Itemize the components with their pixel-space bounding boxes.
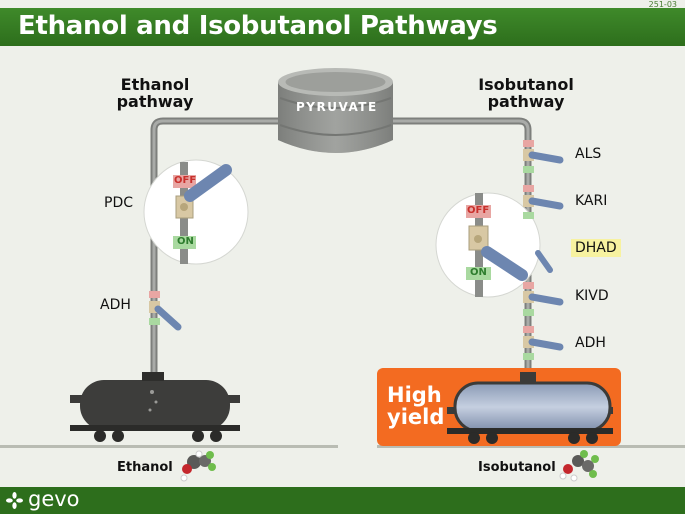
enzyme-adh-ethanol: ADH xyxy=(100,297,131,313)
high-yield-text: High yield xyxy=(387,384,444,428)
dhad-valve-zoom xyxy=(435,192,541,298)
pyruvate-label: PYRUVATE xyxy=(296,100,378,114)
enzyme-kivd: KIVD xyxy=(575,288,609,304)
isobutanol-product-label: Isobutanol xyxy=(478,460,556,475)
ethanol-product-label: Ethanol xyxy=(117,460,173,475)
dhad-off-label: OFF xyxy=(467,205,490,216)
dhad-small-handle xyxy=(535,250,553,273)
ethanol-molecule-icon xyxy=(180,450,216,482)
adh-valve-ethanol xyxy=(149,291,182,331)
ground-line-left xyxy=(0,445,338,448)
ethanol-pathway-title-line1: Ethanol xyxy=(120,75,190,94)
enzyme-pdc: PDC xyxy=(104,195,133,211)
high-yield-badge: High yield xyxy=(377,368,621,446)
ethanol-pathway-title-line2: pathway xyxy=(116,92,194,111)
kari-valve xyxy=(523,185,564,219)
enzyme-als: ALS xyxy=(575,146,602,162)
ethanol-pathway-title: Ethanol pathway xyxy=(112,76,198,110)
isobutanol-pathway-title-line2: pathway xyxy=(487,92,565,111)
enzyme-adh-isobutanol: ADH xyxy=(575,335,606,351)
isobutanol-pathway-title: Isobutanol pathway xyxy=(474,76,578,110)
high-yield-line1: High xyxy=(387,383,442,407)
als-valve xyxy=(523,140,564,173)
enzyme-dhad: DHAD xyxy=(571,239,621,257)
isobutanol-pathway-title-line1: Isobutanol xyxy=(478,75,574,94)
footer-bar: gevo xyxy=(0,487,685,514)
pyruvate-tank xyxy=(278,68,393,153)
gevo-leaf-icon xyxy=(6,492,23,509)
slide-number: 251-03 xyxy=(648,0,677,9)
adh-valve-isobutanol xyxy=(523,326,564,360)
ground-line-right xyxy=(377,445,685,448)
ethanol-pipe-highlight xyxy=(152,119,282,380)
gevo-logo: gevo xyxy=(28,487,80,511)
dhad-on-label: ON xyxy=(470,267,487,278)
pdc-valve-zoom xyxy=(143,159,249,265)
ethanol-tank-car xyxy=(70,372,240,442)
high-yield-line2: yield xyxy=(387,405,445,429)
isobutanol-molecule-icon xyxy=(559,450,599,482)
kivd-valve xyxy=(523,282,564,316)
pdc-off-label: OFF xyxy=(174,175,197,186)
isobutanol-pipe-highlight xyxy=(390,119,530,380)
enzyme-kari: KARI xyxy=(575,193,608,209)
slide-title: Ethanol and Isobutanol Pathways xyxy=(18,11,498,41)
pdc-on-label: ON xyxy=(177,236,194,247)
title-bar: Ethanol and Isobutanol Pathways xyxy=(0,8,685,46)
